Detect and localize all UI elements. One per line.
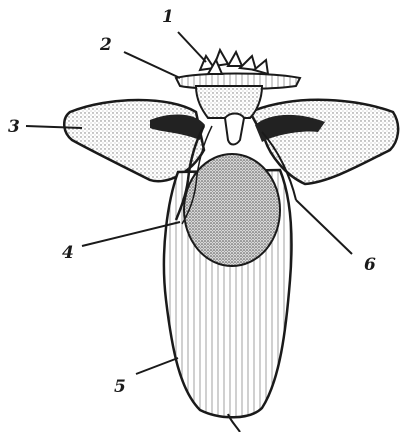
floral-neck	[196, 86, 262, 118]
label-4: 4	[62, 243, 74, 263]
label-3: 3	[8, 117, 20, 137]
label-5: 5	[114, 377, 126, 397]
leader-line-5	[136, 358, 178, 374]
left-petal	[64, 100, 204, 181]
leader-line-1	[178, 32, 206, 62]
stamen-cluster	[200, 50, 268, 74]
leader-line-2	[124, 52, 180, 78]
label-1: 1	[162, 7, 174, 27]
label-6: 6	[364, 255, 376, 275]
label-2: 2	[99, 35, 112, 55]
stigma	[225, 114, 244, 145]
leader-line-6	[296, 200, 352, 254]
